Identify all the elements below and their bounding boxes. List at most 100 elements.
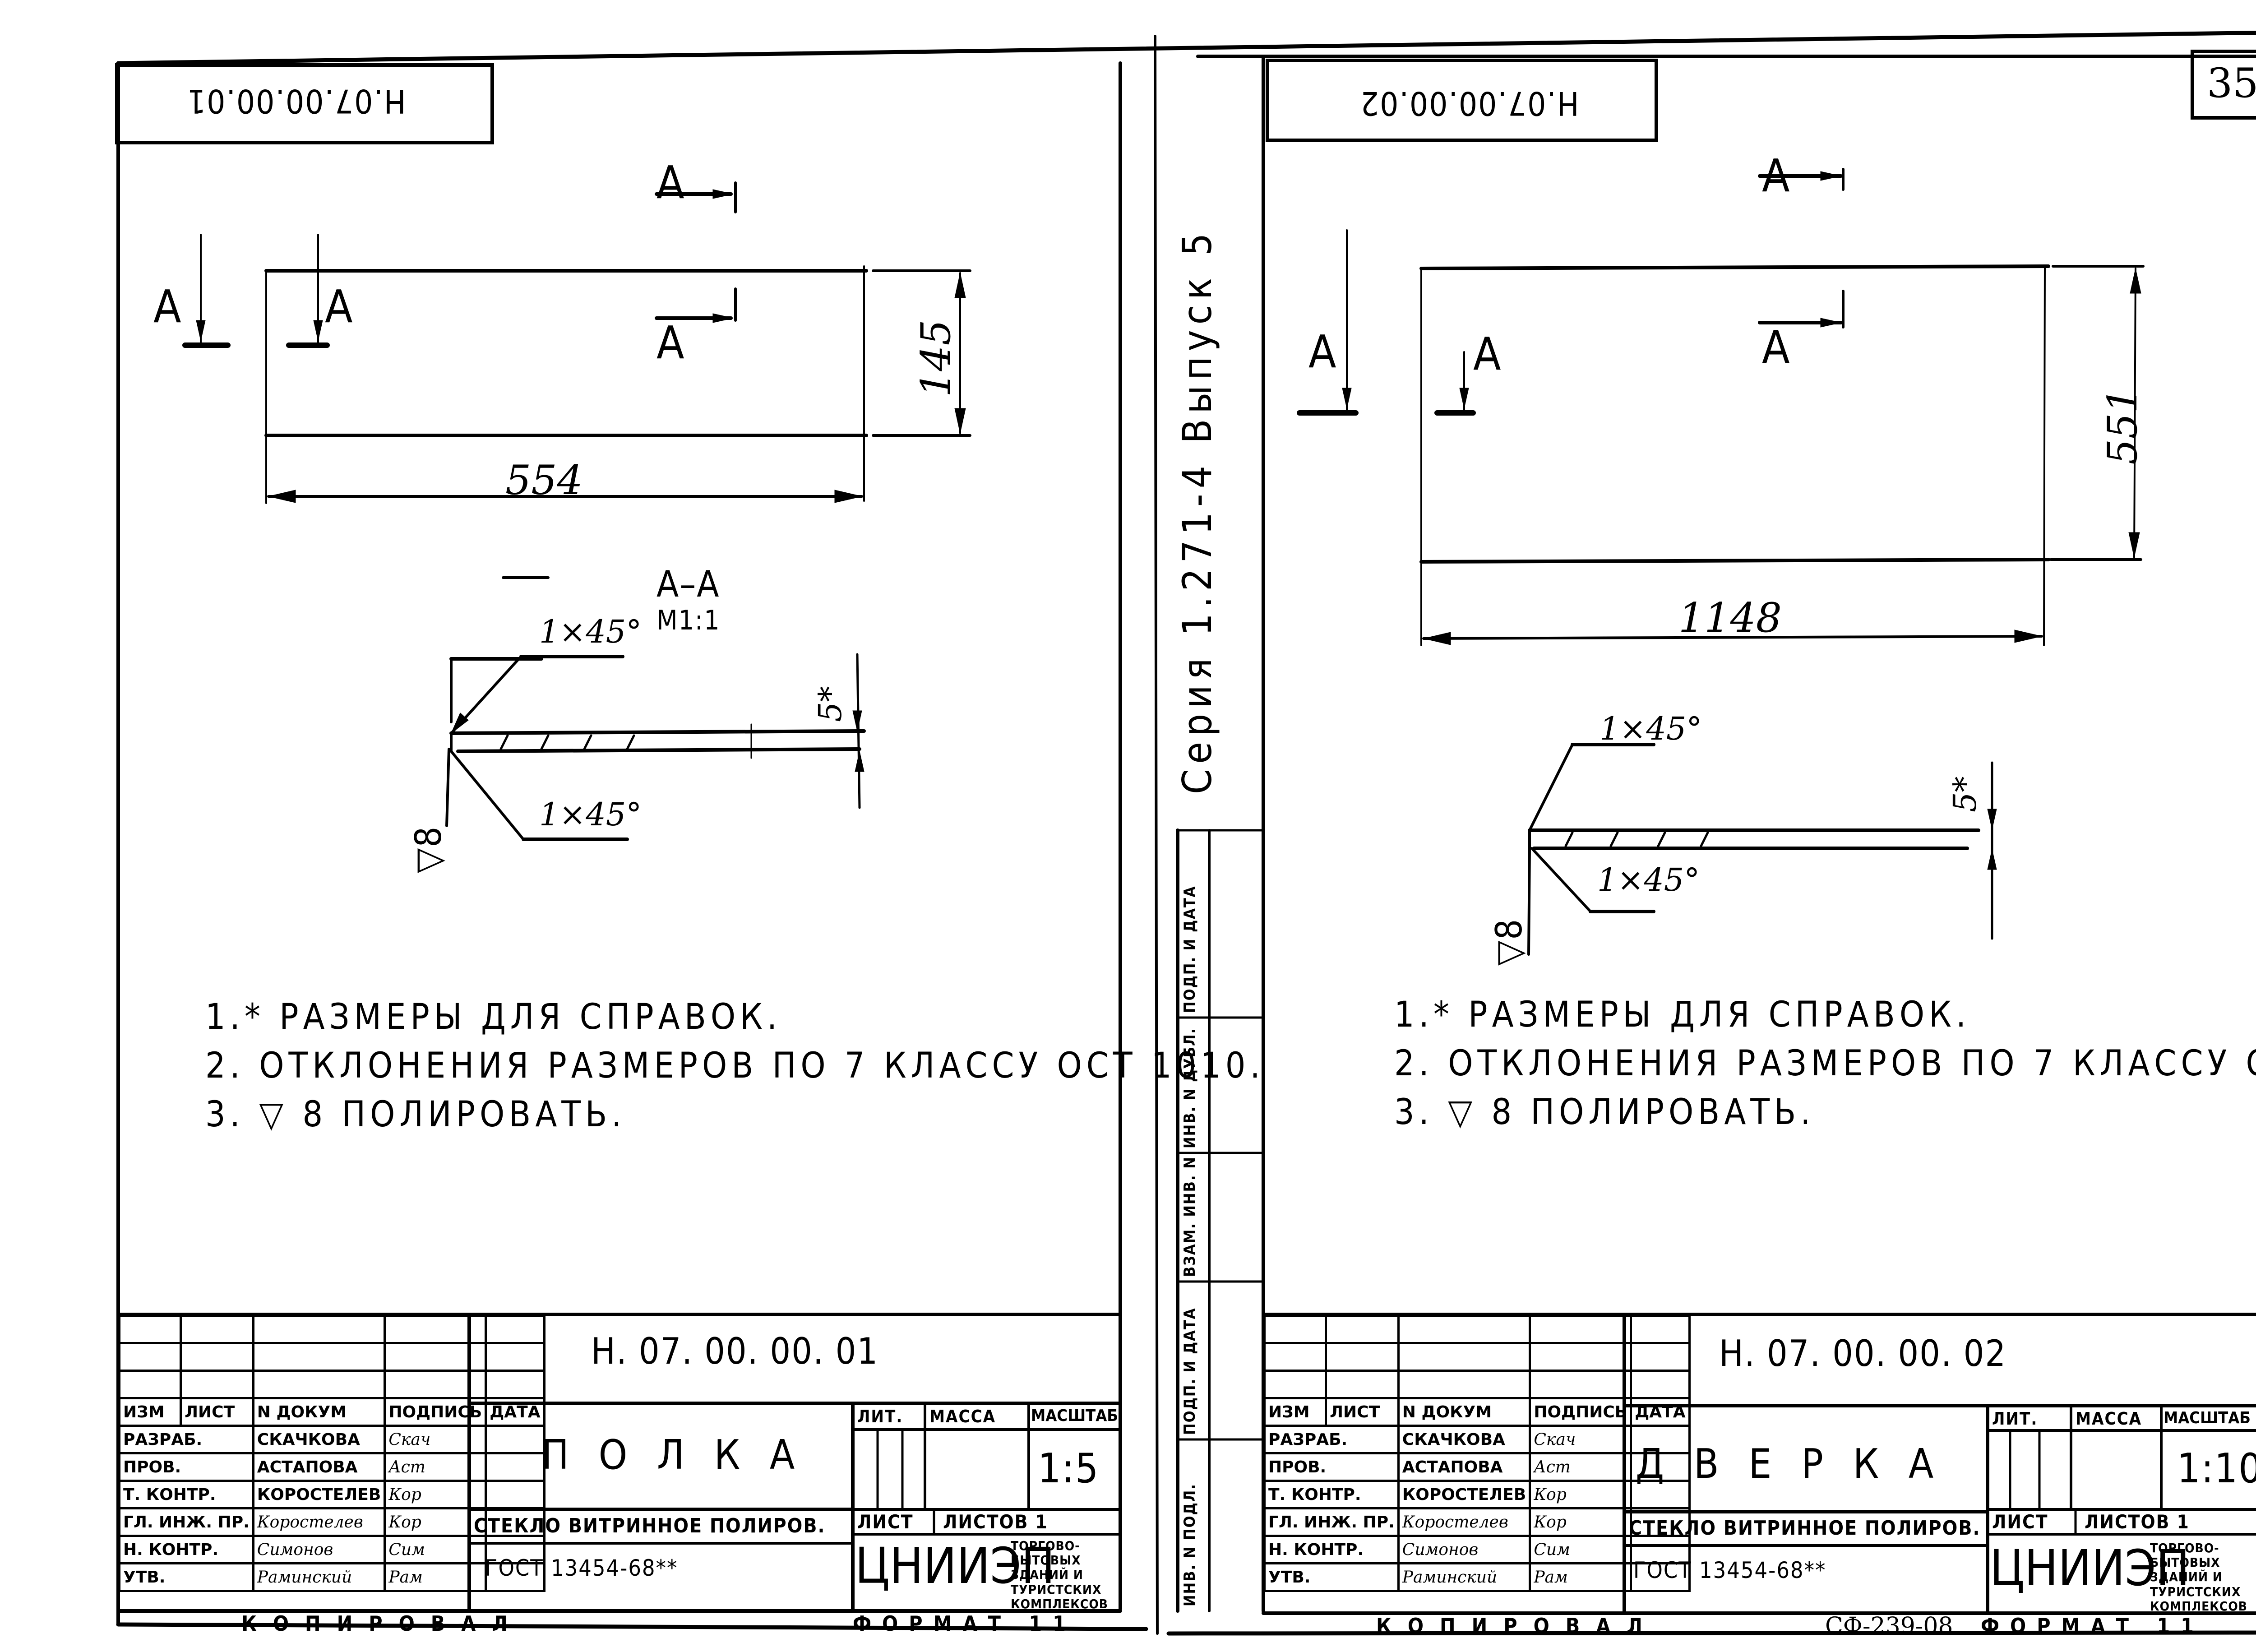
part-name: П О Л К А — [541, 1431, 804, 1479]
role: УТВ. — [1263, 1562, 1400, 1592]
role: ГЛ. ИНЖ. ПР. — [1263, 1507, 1400, 1537]
col-list: ЛИСТ — [1325, 1397, 1400, 1427]
part-name: Д В Е Р К А — [1636, 1440, 1943, 1488]
note-item: 1.* РАЗМЕРЫ ДЛЯ СПРАВОК. — [205, 997, 782, 1037]
col-izm: ИЗМ — [1263, 1397, 1327, 1427]
person-name: Раминский — [252, 1562, 386, 1592]
signature: Кор — [384, 1480, 487, 1509]
signature: Скач — [384, 1425, 487, 1454]
col-signature: ПОДПИСЬ — [384, 1397, 487, 1427]
surface-finish-mark: ▽8 — [1488, 918, 1530, 966]
scale-value: 1:10 — [2177, 1445, 2256, 1492]
scale-header: МАСШТАБ — [1031, 1407, 1118, 1425]
col-date: ДАТА — [1630, 1397, 1691, 1427]
signature: Сим — [384, 1535, 487, 1564]
section-marker-a: А — [1762, 149, 1791, 202]
person-name: Коростелев — [1397, 1507, 1531, 1537]
signature: Рам — [1529, 1562, 1632, 1592]
side-stamp-vzam-inv: ВЗАМ. ИНВ. N — [1181, 1156, 1199, 1277]
role: РАЗРАБ. — [1263, 1425, 1400, 1454]
person-name: Коростелев — [252, 1507, 386, 1537]
chamfer-top-label: 1×45° — [539, 613, 642, 650]
person-name: КОРОСТЕЛЕВ — [252, 1480, 386, 1509]
col-list: ЛИСТ — [180, 1397, 254, 1427]
left-notes: 1.* РАЗМЕРЫ ДЛЯ СПРАВОК. 2. ОТКЛОНЕНИЯ Р… — [205, 1000, 1265, 1146]
signature: Аст — [384, 1452, 487, 1482]
page-number-box: 35 — [2191, 50, 2256, 120]
person-name: Симонов — [252, 1535, 386, 1564]
material: СТЕКЛО ВИТРИННОЕ ПОЛИРОВ. — [474, 1514, 826, 1537]
surface-finish-mark: ▽8 — [407, 825, 449, 873]
side-stamp-inv-podl: ИНВ. N ПОДЛ. — [1181, 1483, 1199, 1606]
section-title: А–А — [656, 563, 720, 605]
person-name: КОРОСТЕЛЕВ — [1397, 1480, 1531, 1509]
note-item: 1.* РАЗМЕРЫ ДЛЯ СПРАВОК. — [1394, 995, 1971, 1035]
material: СТЕКЛО ВИТРИННОЕ ПОЛИРОВ. — [1629, 1517, 1981, 1540]
role: Н. КОНТР. — [1263, 1535, 1400, 1564]
height-dimension: 551 — [2099, 387, 2146, 465]
top-stamp-right-text: Н.07.00.00.02 — [1359, 84, 1579, 122]
top-stamp-right: Н.07.00.00.02 — [1266, 59, 1658, 142]
role: РАЗРАБ. — [118, 1425, 254, 1454]
page-number: 35 — [2207, 60, 2256, 107]
signature: Рам — [384, 1562, 487, 1592]
scale-value: 1:5 — [1038, 1445, 1100, 1492]
section-scale: М1:1 — [656, 605, 721, 636]
role: ГЛ. ИНЖ. ПР. — [118, 1507, 254, 1537]
section-marker-a: А — [1473, 328, 1502, 380]
standard: ГОСТ 13454-68** — [1633, 1557, 1826, 1583]
series-label: Серия 1.271-4 Выпуск 5 — [1174, 227, 1220, 794]
archive-code: СФ-239-08 — [1825, 1613, 1953, 1640]
top-stamp-left: Н.07.00.00.01 — [115, 63, 494, 144]
role: Н. КОНТР. — [118, 1535, 254, 1564]
section-marker-a: А — [153, 280, 182, 333]
side-stamp-podp-data-2: ПОДП. И ДАТА — [1181, 885, 1199, 1013]
org-abbr: ЦНИИЭП — [855, 1537, 1055, 1595]
org-full: ТОРГОВО-БЫТОВЫХ ЗДАНИЙ И ТУРИСТСКИХ КОМП… — [1011, 1538, 1108, 1611]
col-date: ДАТА — [485, 1397, 546, 1427]
org-abbr: ЦНИИЭП — [1990, 1539, 2190, 1597]
footer-format-right: ФОРМАТ 11 — [1981, 1614, 2205, 1638]
signature: Скач — [1529, 1425, 1632, 1454]
thickness-dimension: 5* — [812, 686, 849, 722]
note-item: 2. ОТКЛОНЕНИЯ РАЗМЕРОВ ПО 7 КЛАССУ ОСТ 1… — [1394, 1043, 2256, 1084]
scale-header: МАСШТАБ — [2164, 1409, 2251, 1427]
designation: Н. 07. 00. 00. 02 — [1719, 1333, 2007, 1374]
signature: Сим — [1529, 1535, 1632, 1564]
col-ndokum: N ДОКУМ — [1397, 1397, 1531, 1427]
signature: Кор — [1529, 1480, 1632, 1509]
role: ПРОВ. — [118, 1452, 254, 1482]
role: УТВ. — [118, 1562, 254, 1592]
height-dimension: 145 — [912, 319, 960, 397]
signature: Аст — [1529, 1452, 1632, 1482]
role: Т. КОНТР. — [118, 1480, 254, 1509]
chamfer-bottom-label: 1×45° — [1597, 861, 1700, 898]
signature: Кор — [1529, 1507, 1632, 1537]
lit-header: ЛИТ. — [857, 1407, 903, 1426]
footer-format-left: ФОРМАТ 11 — [853, 1611, 1077, 1636]
role: ПРОВ. — [1263, 1452, 1400, 1482]
right-notes: 1.* РАЗМЕРЫ ДЛЯ СПРАВОК. 2. ОТКЛОНЕНИЯ Р… — [1394, 997, 2256, 1143]
footer-copied-right: КОПИРОВАЛ — [1376, 1614, 1659, 1638]
section-marker-a: А — [325, 280, 354, 333]
note-item: 2. ОТКЛОНЕНИЯ РАЗМЕРОВ ПО 7 КЛАССУ ОСТ 1… — [205, 1046, 1265, 1086]
note-item: 3. ▽ 8 ПОЛИРОВАТЬ. — [1394, 1092, 1815, 1133]
person-name: Симонов — [1397, 1535, 1531, 1564]
note-item: 3. ▽ 8 ПОЛИРОВАТЬ. — [205, 1094, 626, 1135]
col-signature: ПОДПИСЬ — [1529, 1397, 1632, 1427]
section-marker-a: А — [1308, 325, 1337, 378]
col-izm: ИЗМ — [118, 1397, 182, 1427]
person-name: СКАЧКОВА — [252, 1425, 386, 1454]
section-marker-a: А — [656, 316, 685, 369]
person-name: СКАЧКОВА — [1397, 1425, 1531, 1454]
sheet-label: ЛИСТ — [857, 1511, 914, 1533]
person-name: Раминский — [1397, 1562, 1531, 1592]
revision-grid-right: ИЗМ ЛИСТ N ДОКУМ ПОДПИСЬ ДАТА РАЗРАБ.СКА… — [1263, 1314, 1691, 1592]
revision-grid-left: ИЗМ ЛИСТ N ДОКУМ ПОДПИСЬ ДАТА РАЗРАБ.СКА… — [118, 1314, 546, 1592]
sheets-count: ЛИСТОВ 1 — [943, 1511, 1048, 1533]
sheet-label: ЛИСТ — [1992, 1511, 2048, 1533]
section-marker-a: А — [1762, 321, 1791, 374]
chamfer-top-label: 1×45° — [1600, 710, 1702, 747]
person-name: АСТАПОВА — [252, 1452, 386, 1482]
